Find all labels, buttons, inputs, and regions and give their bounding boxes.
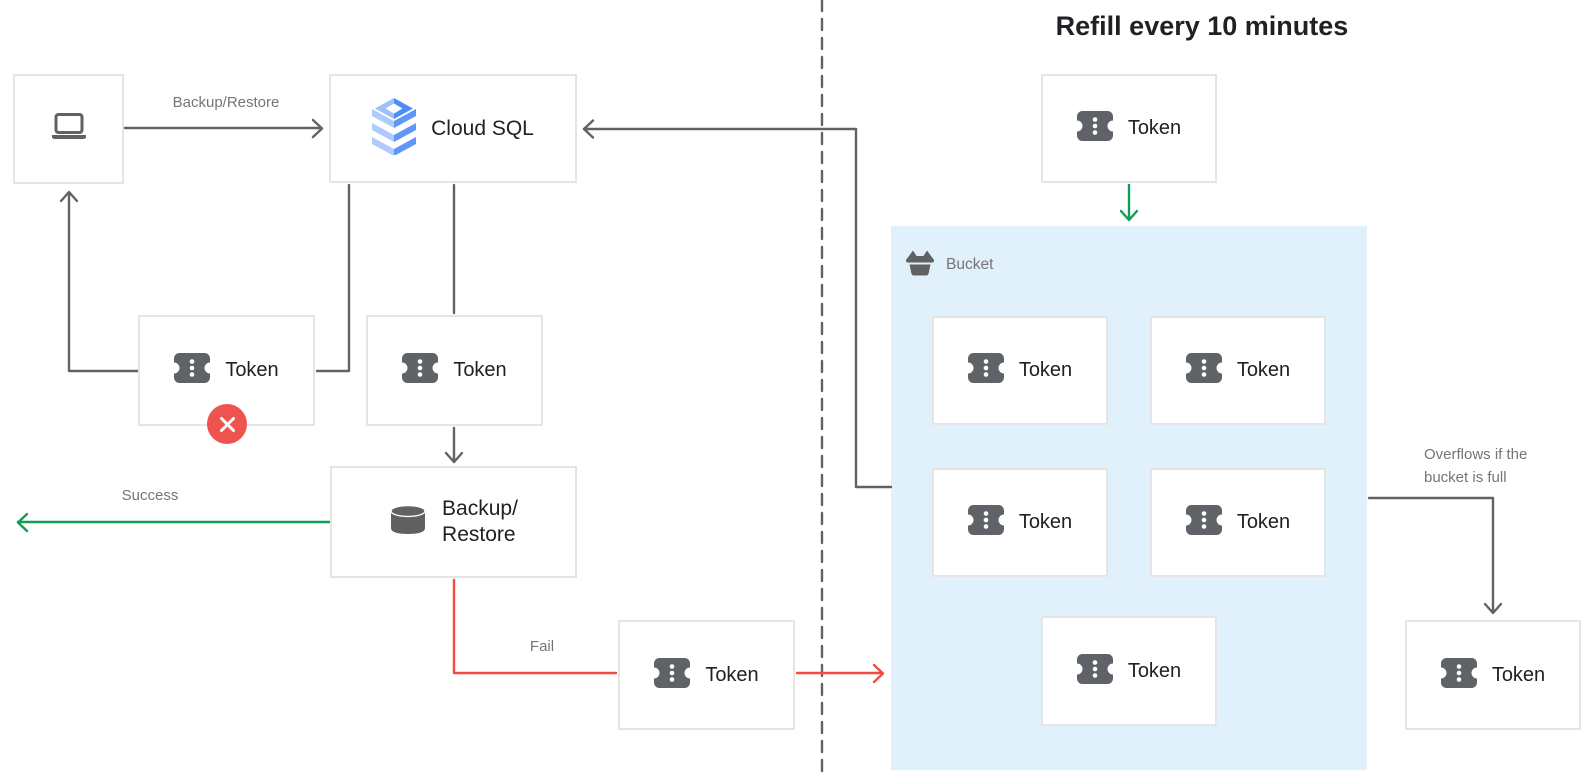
edge-label-success: Success: [121, 487, 179, 504]
token-label: Token: [705, 663, 759, 686]
edge-label-backup-restore: Backup/Restore: [172, 94, 280, 111]
token-label: Token: [1236, 359, 1291, 381]
edge-label-fail: Fail: [529, 638, 555, 655]
bucket-token-node: Token: [1150, 316, 1326, 425]
token-ticket-icon: [396, 353, 444, 388]
database-icon: [389, 504, 427, 541]
token-ticket-icon: [1435, 657, 1483, 693]
token-label: Token: [1127, 659, 1182, 682]
cloud-sql-icon: [372, 97, 417, 160]
edge-fail-left: [452, 578, 618, 675]
token-ticket-icon: [962, 353, 1010, 388]
token-ticket-icon: [168, 353, 216, 388]
refill-token-node: Token: [1041, 74, 1217, 183]
arrowhead-down-green: [1119, 209, 1139, 222]
edge-bucket-to-cloudsql: [582, 127, 893, 489]
backup-restore-node: Backup/ Restore: [330, 466, 577, 578]
cloud-sql-label: Cloud SQL: [431, 116, 534, 140]
bucket-token-node: Token: [1041, 616, 1217, 726]
backup-restore-label: Backup/ Restore: [442, 497, 518, 546]
arrowhead-down: [444, 451, 464, 464]
token-label: Token: [453, 359, 507, 381]
edge-cloudsql-to-denied-token: [315, 183, 351, 373]
token-ticket-icon: [1071, 111, 1119, 146]
bucket-header: Bucket: [905, 248, 993, 281]
token-ticket-icon: [648, 657, 696, 693]
token-ticket-icon: [1180, 505, 1228, 540]
bucket-token-node: Token: [1150, 468, 1326, 577]
token-label: Token: [1018, 511, 1073, 533]
edge-bucket-overflow: [1367, 496, 1495, 613]
arrowhead-right-red: [872, 663, 885, 684]
token-label: Token: [1018, 359, 1073, 381]
arrowhead-down: [1483, 602, 1503, 615]
cloud-sql-node: Cloud SQL: [329, 74, 577, 183]
refill-title: Refill every 10 minutes: [1055, 11, 1349, 41]
token-ticket-icon: [1180, 353, 1228, 388]
arrowhead-left: [582, 119, 595, 139]
token-label: Token: [225, 359, 279, 381]
token-ticket-icon: [962, 505, 1010, 540]
edge-denied-token-to-client: [67, 191, 140, 373]
bucket-token-node: Token: [932, 468, 1108, 577]
token-label: Token: [1491, 663, 1546, 686]
client-node: [13, 74, 124, 184]
arrowhead-left-green: [16, 512, 29, 533]
token-ticket-icon: [1071, 653, 1119, 689]
arrowhead-up: [59, 190, 79, 203]
bucket-icon: [905, 248, 935, 281]
arrowhead-right: [311, 118, 324, 139]
overflow-token-node: Token: [1405, 620, 1581, 730]
pending-token-node: Token: [366, 315, 543, 426]
laptop-icon: [50, 112, 88, 146]
bucket-label: Bucket: [946, 255, 994, 273]
token-label: Token: [1127, 117, 1182, 139]
edge-label-overflow: Overflows if the bucket is full: [1424, 446, 1528, 486]
x-circle-icon: [207, 404, 247, 444]
token-label: Token: [1236, 511, 1291, 533]
bucket-token-node: Token: [932, 316, 1108, 425]
fail-token-node: Token: [618, 620, 795, 730]
